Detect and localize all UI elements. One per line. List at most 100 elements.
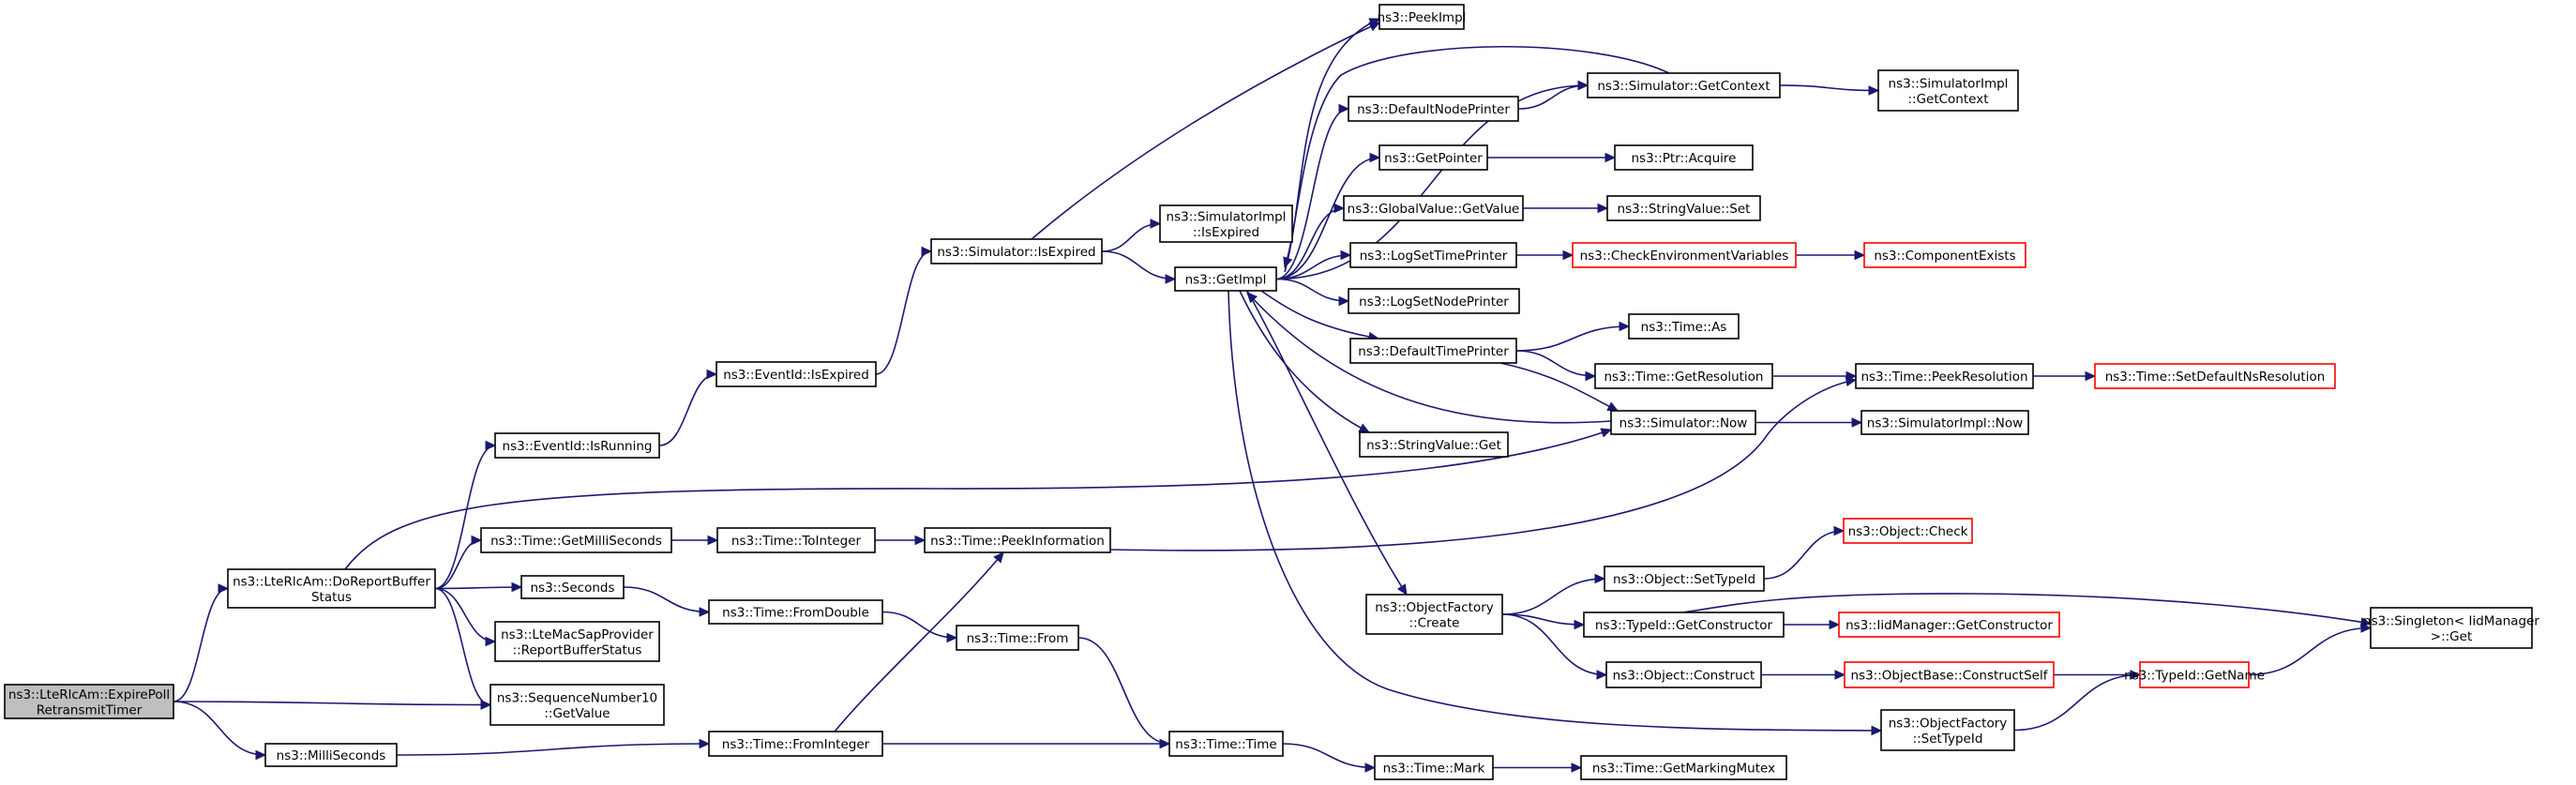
edge-line (1499, 362, 1619, 412)
node-setDefaultNsRes[interactable]: ns3::Time::SetDefaultNsResolution (2094, 363, 2336, 389)
node-label: ns3::Time::SetDefaultNsResolution (2105, 370, 2326, 385)
node-label: ns3::SimulatorImpl (1889, 76, 2009, 91)
node-globalValueGet[interactable]: ns3::GlobalValue::GetValue (1343, 195, 1524, 221)
node-box (1378, 144, 1488, 171)
node-simImplNow[interactable]: ns3::SimulatorImpl::Now (1860, 410, 2029, 435)
node-defaultNodePrinter[interactable]: ns3::DefaultNodePrinter (1348, 96, 1519, 122)
edge-line (396, 743, 710, 756)
node-getImpl[interactable]: ns3::GetImpl (1174, 266, 1277, 292)
node-timeMark[interactable]: ns3::Time::Mark (1374, 755, 1494, 780)
node-macSap[interactable]: ns3::LteMacSapProvider::ReportBufferStat… (494, 621, 660, 662)
node-setTypeId[interactable]: ns3::Object::SetTypeId (1604, 566, 1765, 592)
edge-arrowhead (706, 369, 718, 380)
node-ptrAcquire[interactable]: ns3::Ptr::Acquire (1614, 144, 1754, 171)
node-objectConstruct[interactable]: ns3::Object::Construct (1605, 661, 1762, 688)
edge-line (173, 587, 229, 702)
node-simImplIsExpired[interactable]: ns3::SimulatorImpl::IsExpired (1159, 204, 1293, 243)
node-getMilliSeconds[interactable]: ns3::Time::GetMilliSeconds (480, 527, 672, 553)
edge-line (173, 701, 266, 756)
edge-arrowhead (1619, 321, 1631, 332)
edge-line (434, 587, 491, 706)
node-typeIdGetName[interactable]: ns3::TypeId::GetName (2124, 661, 2265, 688)
node-defaultTimePrinter[interactable]: ns3::DefaultTimePrinter (1349, 338, 1517, 364)
node-getMarkingMutex[interactable]: ns3::Time::GetMarkingMutex (1580, 755, 1787, 780)
node-checkEnv[interactable]: ns3::CheckEnvironmentVariables (1572, 242, 1797, 268)
edge-line (1763, 530, 1845, 580)
node-label: ns3::Time::ToInteger (731, 534, 862, 549)
node-box (1348, 288, 1520, 314)
node-logSetTimePrinter[interactable]: ns3::LogSetTimePrinter (1349, 242, 1517, 268)
edge-simNow-to-getImpl (1246, 292, 1612, 424)
edge-arrowhead (1604, 152, 1617, 163)
node-box (1605, 661, 1762, 688)
edge-objFactorySetTypeId-to-typeIdGetName (2013, 670, 2142, 732)
node-fromDouble[interactable]: ns3::Time::FromDouble (708, 599, 883, 625)
node-getPointer[interactable]: ns3::GetPointer (1378, 144, 1488, 171)
node-constructSelf[interactable]: ns3::ObjectBase::ConstructSelf (1844, 661, 2055, 688)
node-simImplGetContext[interactable]: ns3::SimulatorImpl::GetContext (1877, 69, 2019, 112)
node-box (1614, 144, 1754, 171)
node-logSetNodePrinter[interactable]: ns3::LogSetNodePrinter (1348, 288, 1520, 314)
edge-doReport-to-simNow (344, 428, 1613, 570)
node-timeAs[interactable]: ns3::Time::As (1628, 313, 1740, 340)
edge-milliSeconds-to-fromInteger (396, 738, 711, 756)
edge-getImpl-to-peekImpl (1284, 18, 1381, 273)
edge-simGetContext-to-getImpl (1283, 45, 1670, 269)
edge-line (344, 429, 1612, 570)
node-box (1365, 594, 1503, 635)
edge-line (1101, 250, 1176, 280)
edge-timeMark-to-getMarkingMutex (1493, 762, 1583, 773)
node-timeFrom[interactable]: ns3::Time::From (956, 625, 1079, 651)
edge-arrowhead (1340, 249, 1352, 261)
edge-line (1077, 637, 1170, 745)
node-iidGetConstructor[interactable]: ns3::IidManager::GetConstructor (1838, 611, 2060, 638)
node-singletonGet[interactable]: ns3::Singleton< IidManager >::Get (2363, 607, 2539, 649)
node-getConstructor[interactable]: ns3::TypeId::GetConstructor (1583, 611, 1785, 638)
edge-line (2013, 673, 2141, 732)
node-box (1604, 566, 1765, 592)
node-box (2139, 661, 2250, 688)
edge-arrowhead (480, 700, 492, 710)
node-stringValueGet[interactable]: ns3::StringValue::Get (1359, 431, 1509, 458)
node-eventIsExpired[interactable]: ns3::EventId::IsExpired (716, 361, 877, 387)
node-seconds[interactable]: ns3::Seconds (520, 575, 625, 599)
node-label: ns3::DefaultTimePrinter (1358, 344, 1509, 359)
edge-line (1275, 108, 1349, 280)
node-box (1628, 313, 1740, 340)
edge-arrowhead (1585, 370, 1597, 382)
node-label: ns3::EventId::IsRunning (503, 439, 653, 454)
node-objFactoryCreate[interactable]: ns3::ObjectFactory::Create (1365, 594, 1503, 635)
node-timeTime[interactable]: ns3::Time::Time (1168, 731, 1284, 757)
node-componentExists[interactable]: ns3::ComponentExists (1863, 242, 2026, 268)
node-simIsExpired[interactable]: ns3::Simulator::IsExpired (930, 238, 1103, 264)
node-toInteger[interactable]: ns3::Time::ToInteger (716, 527, 876, 553)
node-milliSeconds[interactable]: ns3::MilliSeconds (264, 743, 398, 767)
node-simGetContext[interactable]: ns3::Simulator::GetContext (1587, 72, 1781, 98)
node-label: ns3::GetImpl (1185, 273, 1267, 288)
node-fromInteger[interactable]: ns3::Time::FromInteger (708, 731, 883, 757)
node-peekResolution[interactable]: ns3::Time::PeekResolution (1855, 363, 2034, 389)
node-peekInformation[interactable]: ns3::Time::PeekInformation (924, 527, 1111, 553)
node-getResolution[interactable]: ns3::Time::GetResolution (1594, 363, 1773, 389)
node-label: ns3::StringValue::Get (1366, 438, 1501, 453)
node-peekImpl[interactable]: ns3::PeekImpl (1378, 4, 1467, 30)
node-box (1583, 611, 1785, 638)
node-box (2370, 607, 2533, 649)
node-box (494, 621, 660, 662)
node-objectCheck[interactable]: ns3::Object::Check (1843, 518, 1973, 544)
edge-arrowhead (1600, 428, 1613, 438)
node-box (520, 575, 625, 599)
edge-getImpl-to-defaultNodePrinter (1275, 103, 1350, 280)
node-seqGetValue[interactable]: ns3::SequenceNumber10::GetValue (490, 684, 665, 726)
node-label: ns3::Simulator::GetContext (1597, 79, 1770, 94)
node-box (1860, 410, 2029, 435)
node-simNow[interactable]: ns3::Simulator::Now (1610, 410, 1756, 435)
node-stringValueSet[interactable]: ns3::StringValue::Set (1606, 195, 1761, 221)
node-objFactorySetTypeId[interactable]: ns3::ObjectFactory::SetTypeId (1880, 709, 2015, 751)
node-label: ns3::Time::PeekResolution (1860, 370, 2027, 385)
node-label: ns3::Time::Time (1175, 737, 1276, 752)
node-isRunning[interactable]: ns3::EventId::IsRunning (494, 432, 660, 459)
node-box (1378, 4, 1465, 30)
